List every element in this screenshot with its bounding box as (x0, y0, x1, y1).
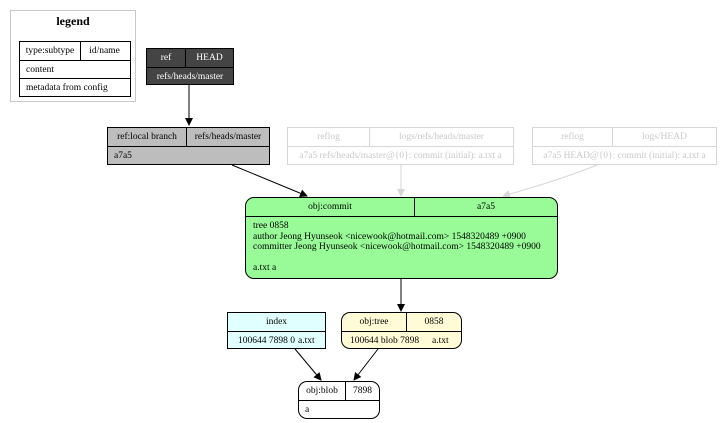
node-type: obj:commit (308, 202, 352, 212)
commit-blank-line (253, 253, 550, 264)
node-id: HEAD (185, 49, 233, 67)
node-type: reflog (317, 132, 340, 142)
node-blob-7898[interactable]: obj:blob 7898 a (298, 381, 380, 419)
node-type: ref (160, 53, 172, 63)
legend-id-name: id/name (80, 42, 128, 60)
legend-content: content (26, 64, 54, 75)
commit-committer-line: committer Jeong Hyunseok <nicewook@hotma… (253, 242, 541, 252)
node-id: 7898 (345, 382, 379, 400)
node-content: refs/heads/master (156, 71, 224, 82)
node-ref-head[interactable]: ref HEAD refs/heads/master (146, 48, 234, 85)
node-id: 0858 (406, 313, 461, 331)
node-id: logs/refs/heads/master (369, 128, 513, 146)
legend-type-subtype: type:subtype (25, 46, 75, 56)
node-tree-0858[interactable]: obj:tree 0858 100644 blob 7898 a.txt (341, 312, 462, 349)
node-header-row: ref HEAD (147, 49, 233, 67)
legend-metadata-row: metadata from config (20, 78, 130, 96)
node-header-row: obj:commit a7a5 (246, 198, 557, 216)
node-reflog-master[interactable]: reflog logs/refs/heads/master a7a5 refs/… (287, 127, 514, 165)
node-header-row: reflog logs/refs/heads/master (288, 128, 513, 146)
node-header-row: reflog logs/HEAD (533, 128, 716, 146)
commit-tree-line: tree 0858 (253, 221, 289, 231)
legend-box: legend type:subtype id/name content meta… (10, 10, 136, 102)
tree-entry-left: 100644 blob 7898 (350, 335, 420, 346)
edge-reflog-head-to-commit (502, 164, 598, 198)
node-content-row: 100644 blob 7898 a.txt (342, 331, 461, 349)
node-content: a (305, 404, 310, 415)
node-header-row: index (228, 313, 325, 331)
legend-header-row: type:subtype id/name (20, 42, 130, 60)
node-content: a7a5 HEAD@{0}: commit (initial): a.txt a (543, 150, 706, 161)
node-content-row: a7a5 (108, 146, 269, 164)
commit-message-line: a.txt a (253, 263, 277, 273)
edge-tree-to-blob (353, 348, 379, 381)
node-content-row: a (299, 400, 379, 418)
index-entry-left: 100644 7898 0 (238, 335, 295, 346)
node-type: reflog (561, 132, 584, 142)
edge-branch-to-commit (231, 164, 308, 198)
node-id: refs/heads/master (186, 128, 269, 146)
node-id: logs/HEAD (612, 128, 716, 146)
node-content: a7a5 refs/heads/master@{0}: commit (init… (299, 150, 502, 161)
tree-entry-right: a.txt (432, 335, 449, 346)
node-header-row: ref:local branch refs/heads/master (108, 128, 269, 146)
node-content-row: a7a5 refs/heads/master@{0}: commit (init… (288, 146, 513, 164)
node-header-row: obj:tree 0858 (342, 313, 461, 331)
node-content-row: 100644 7898 0 a.txt (228, 331, 325, 349)
edge-index-to-blob (294, 348, 322, 381)
node-content-row: a7a5 HEAD@{0}: commit (initial): a.txt a (533, 146, 716, 164)
node-title: index (265, 317, 288, 327)
legend-title: legend (56, 14, 90, 28)
legend-table: type:subtype id/name content metadata fr… (19, 41, 131, 97)
commit-author-line: author Jeong Hyunseok <nicewook@hotmail.… (253, 231, 526, 242)
node-reflog-head[interactable]: reflog logs/HEAD a7a5 HEAD@{0}: commit (… (532, 127, 717, 165)
node-type: obj:blob (306, 386, 338, 396)
node-index[interactable]: index 100644 7898 0 a.txt (227, 312, 326, 349)
node-type: obj:tree (359, 317, 389, 327)
node-branch-master[interactable]: ref:local branch refs/heads/master a7a5 (107, 127, 270, 165)
legend-metadata: metadata from config (26, 82, 108, 93)
node-header-row: obj:blob 7898 (299, 382, 379, 400)
node-content-row: refs/heads/master (147, 67, 233, 85)
node-content: a7a5 (114, 150, 132, 161)
node-id: a7a5 (414, 198, 557, 216)
legend-content-row: content (20, 60, 130, 78)
index-entry-right: a.txt (298, 335, 315, 346)
node-type: ref:local branch (117, 132, 177, 142)
